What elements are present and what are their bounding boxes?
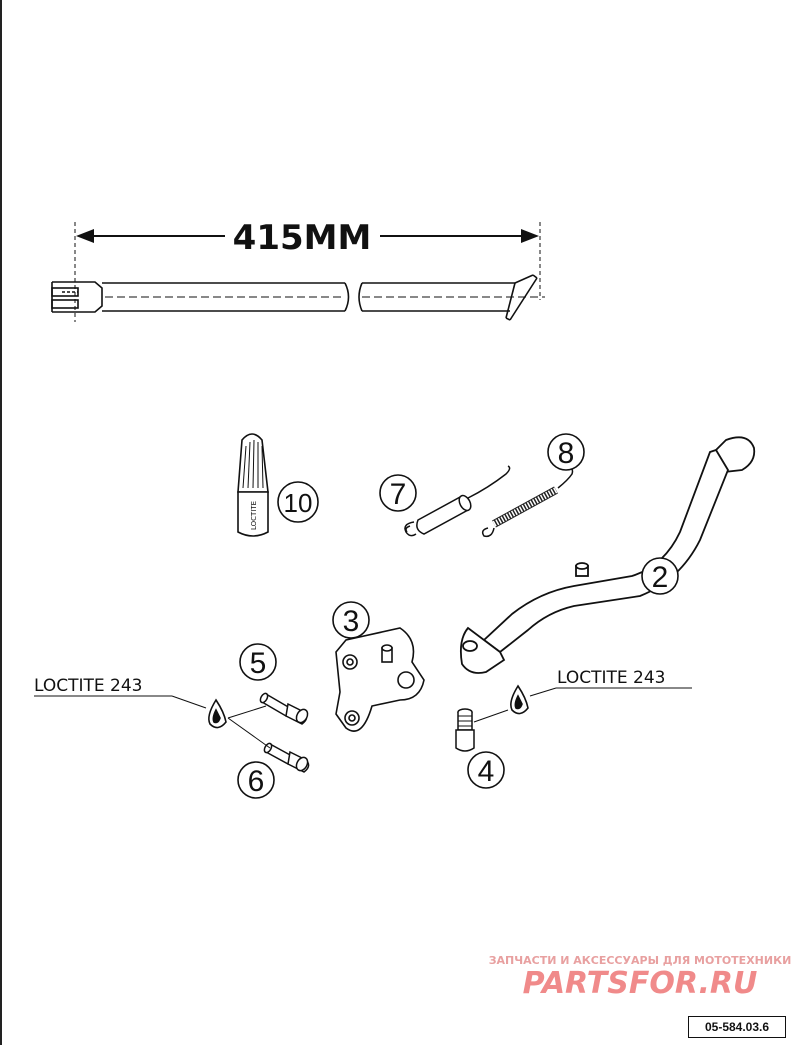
svg-text:2: 2 bbox=[652, 561, 669, 594]
side-stand-drawing bbox=[459, 436, 756, 674]
leader-lines bbox=[34, 687, 692, 749]
dimension-label: 415MM bbox=[233, 218, 372, 258]
spring-sleeve-drawing bbox=[404, 465, 511, 537]
svg-text:7: 7 bbox=[390, 478, 407, 511]
loctite-note-left: LOCTITE 243 bbox=[34, 676, 143, 696]
svg-text:5: 5 bbox=[250, 647, 267, 680]
svg-text:8: 8 bbox=[558, 437, 575, 470]
bolt-6-drawing bbox=[263, 742, 310, 773]
svg-text:3: 3 bbox=[343, 605, 360, 638]
watermark-logo: PARTSFOR.RU bbox=[523, 966, 758, 1001]
loctite-drop-left bbox=[208, 698, 227, 729]
callout-5: 5 bbox=[239, 643, 277, 681]
callout-4: 4 bbox=[467, 751, 505, 789]
svg-text:6: 6 bbox=[248, 765, 265, 798]
callout-7: 7 bbox=[379, 474, 417, 512]
left-border bbox=[0, 0, 2, 1045]
loctite-drop-right bbox=[510, 684, 529, 715]
stud-drawing bbox=[455, 708, 475, 752]
watermark-tagline: ЗАПЧАСТИ И АКСЕССУАРЫ ДЛЯ МОТОТЕХНИКИ bbox=[489, 954, 792, 967]
stand-rod-profile bbox=[51, 274, 545, 321]
length-dimension bbox=[74, 222, 541, 322]
callout-8: 8 bbox=[547, 433, 585, 471]
loctite-note-right: LOCTITE 243 bbox=[557, 668, 666, 688]
callout-6: 6 bbox=[237, 761, 275, 799]
bolt-5-drawing bbox=[259, 692, 309, 725]
loctite-tube-drawing bbox=[237, 433, 269, 537]
bracket-drawing bbox=[335, 627, 425, 732]
callout-10: 10 bbox=[277, 481, 319, 523]
tube-label: LOCTITE bbox=[250, 501, 258, 530]
drawing-code: 05-584.03.6 bbox=[688, 1016, 786, 1038]
callout-3: 3 bbox=[332, 601, 370, 639]
svg-text:10: 10 bbox=[284, 488, 313, 518]
coil-spring-drawing bbox=[481, 467, 574, 538]
callout-2: 2 bbox=[641, 557, 679, 595]
svg-text:4: 4 bbox=[478, 755, 495, 788]
